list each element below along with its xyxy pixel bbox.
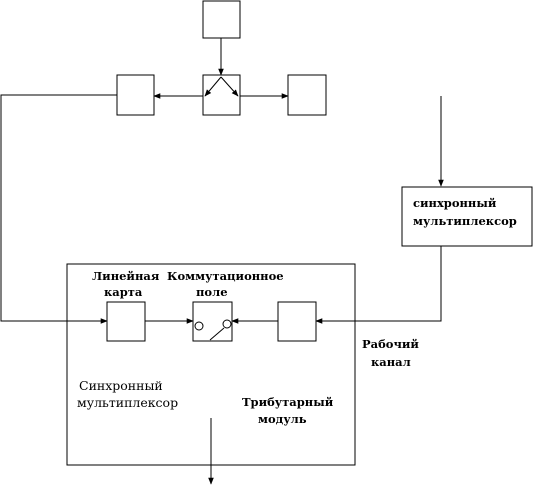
top-source-box [202, 0, 241, 39]
sync-mux-bottom-label-1: Синхронный [79, 378, 163, 393]
work-channel-label-1: Рабочий [362, 337, 419, 351]
left-loop-line [0, 94, 117, 324]
splitter-right-branch [220, 76, 239, 97]
switch-contact-left [194, 321, 204, 331]
top-right-box [287, 74, 327, 116]
sync-mux-bottom-label-2: мультиплексор [77, 395, 179, 410]
top-center-box [202, 74, 241, 116]
line-card-label-2: карта [104, 285, 143, 299]
switch-field-label-2: поле [196, 285, 228, 299]
sync-mux-top-label-1: синхронный [413, 196, 497, 210]
tributary-label-2: модуль [258, 412, 307, 426]
switch-field-label-1: Коммутационное [167, 269, 284, 283]
sync-mux-to-tributary-line [315, 246, 442, 324]
tributary-label-1: Трибутарный [242, 395, 334, 409]
line-card-box [106, 301, 146, 342]
switch-contact-right [222, 319, 232, 329]
switch-lever [209, 327, 225, 341]
splitter-left-branch [204, 76, 222, 97]
line-card-label-1: Линейная [92, 269, 160, 283]
sync-mux-top-box [401, 186, 533, 247]
sync-mux-top-label-2: мультиплексор [413, 214, 517, 228]
tributary-box [277, 301, 317, 342]
top-left-box [116, 74, 155, 116]
work-channel-label-2: канал [371, 355, 411, 369]
